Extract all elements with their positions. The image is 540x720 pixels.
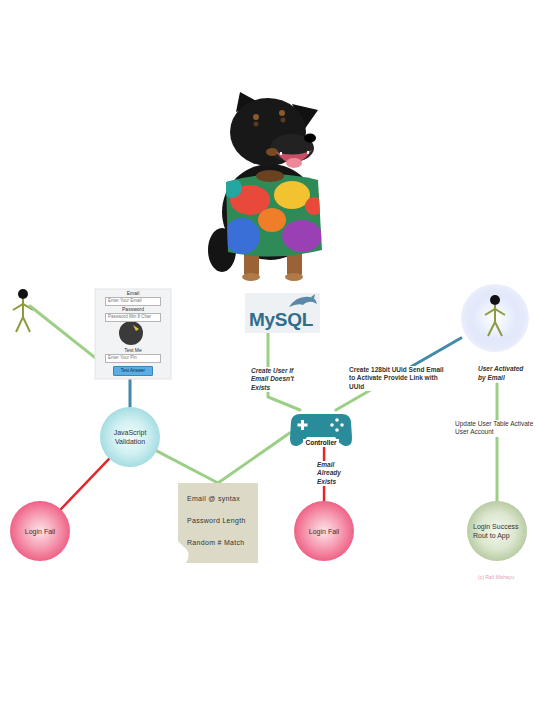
fail-circle: Login Fail [294,501,354,561]
edge-label: Email Already Exists [316,461,348,486]
connector [61,459,110,510]
document-shape: Email @ syntaxPassword LengthRandom # Ma… [178,483,258,563]
connector [218,433,290,483]
circle-outline [467,501,527,561]
dog-chest [256,170,284,182]
circle-outline [100,407,160,467]
stick-figure [13,289,33,332]
button-label: Test Answer [113,366,153,376]
fail-circle: Login Fail [10,501,70,561]
connector [129,379,132,407]
dog-shirt [220,165,330,265]
validation-circle-outline [100,407,160,467]
dog-brow [279,110,285,116]
connector [496,384,499,501]
circle-label: Login Success Rout to App [473,522,521,540]
text-block: Controller [303,439,338,447]
text-block: Login Success Rout to App [473,522,521,540]
text-block: Login Fail [25,528,55,535]
figure-head [18,289,28,299]
figure-body [22,299,24,317]
dog-eye [281,118,286,123]
dog-photo [208,92,330,281]
input-placeholder: Password Min 8 Char [105,313,161,322]
circle-label: JavaScript Validation [107,428,153,446]
icon-label: Controller [303,439,338,447]
success-circle-outline [467,501,527,561]
circle-outline [10,501,70,561]
text-block: JavaScript Validation [107,428,153,446]
circle-outline [294,501,354,561]
figure-legs [16,317,30,332]
validation-circle: JavaScript Validation [100,407,160,467]
document-line: Password Length [187,517,246,525]
dog-tongue [286,158,302,168]
document-outline [178,483,258,563]
logo-ground [245,293,320,333]
figure-head [490,295,500,305]
gamepad-button [335,428,339,432]
connector [336,338,461,410]
field-label: Password [95,307,171,312]
dog-paw [242,273,260,281]
logo-text: MySQL [249,310,313,331]
gamepad-button [330,423,334,427]
edge-label: Create User If Email Doesn't Exists [250,367,302,392]
success-circle: Login Success Rout to App [467,501,527,561]
field-label: Email [95,291,171,296]
dog-brow [253,114,259,120]
user-to-form-line [30,306,95,358]
gamepad-dpad [298,424,308,427]
circle-label: Login Fail [309,528,339,535]
input-placeholder: Enter Your Pin [105,354,161,363]
dolphin-symbol [289,297,317,307]
watermark: (c) Rafi Mishayu [478,574,514,580]
edge-label: Update User Table Activate User Account [454,420,536,437]
text-block: Email @ syntaxPassword LengthRandom # Ma… [187,495,246,561]
controller-icon: Controller [290,410,352,448]
figure-legs [488,322,502,336]
gamepad-symbol [290,414,352,446]
actor-glow [461,284,529,352]
circle-label: Login Fail [25,528,55,535]
input-placeholder: Enter Your Email [105,297,161,306]
gamepad-button [340,423,344,427]
text-block: Login Fail [309,528,339,535]
edge-label: Create 128bit UUid Send Email to Activat… [348,366,448,391]
figure-body [494,305,496,322]
dog-cheek [266,148,278,156]
gamepad-button [335,418,339,422]
actor-caption: User Activated by Email [478,365,530,382]
field-label: Test Me [95,348,171,353]
text-block: User Activated by Email [478,365,530,382]
text-block: MySQL [249,310,313,331]
dog-nose [304,134,316,143]
form-image-mark [133,325,139,331]
database-logo: MySQL [245,293,320,333]
figure-arms [485,309,505,315]
document-line: Random # Match [187,539,246,547]
connector [157,451,218,483]
login-form: EmailEnter Your EmailPasswordPassword Mi… [95,289,171,379]
dog-tooth [280,152,282,155]
dog-eye [254,122,259,127]
user-actor: User Activated by Email [461,284,531,384]
gamepad-body [290,414,352,446]
form-panel [95,289,171,379]
dog-tooth [307,151,309,154]
document-line: Email @ syntax [187,495,246,503]
form-image [119,321,143,345]
dolphin-tail [311,294,315,299]
dog-paw [285,273,303,281]
